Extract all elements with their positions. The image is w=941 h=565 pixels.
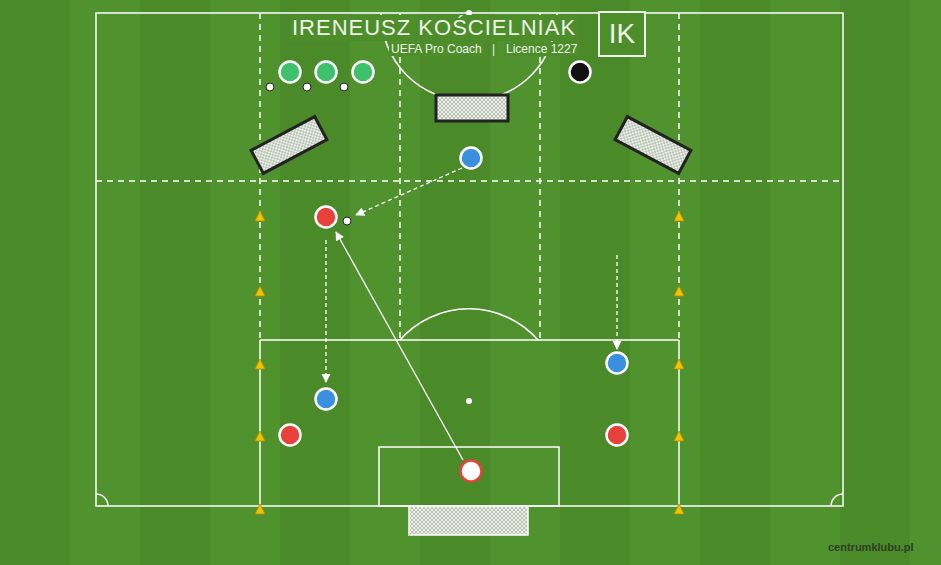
penalty-spot [466, 398, 472, 404]
watermark: centrumklubu.pl [826, 541, 916, 553]
balls [266, 83, 351, 225]
logo-box: IK [598, 11, 646, 57]
separator: | [490, 42, 497, 56]
players [280, 62, 628, 482]
logo-text: IK [609, 18, 635, 50]
movement-arrows [326, 168, 617, 460]
coach-licence-level: UEFA Pro Coach [389, 42, 484, 56]
coach-name-title: IRENEUSZ KOŚCIELNIAK [290, 15, 578, 41]
pitch-lines [96, 13, 843, 506]
zone-dashed-lines [96, 13, 843, 340]
licence-number: Licence 1227 [504, 42, 579, 56]
cones [255, 211, 684, 514]
goals [251, 95, 691, 535]
